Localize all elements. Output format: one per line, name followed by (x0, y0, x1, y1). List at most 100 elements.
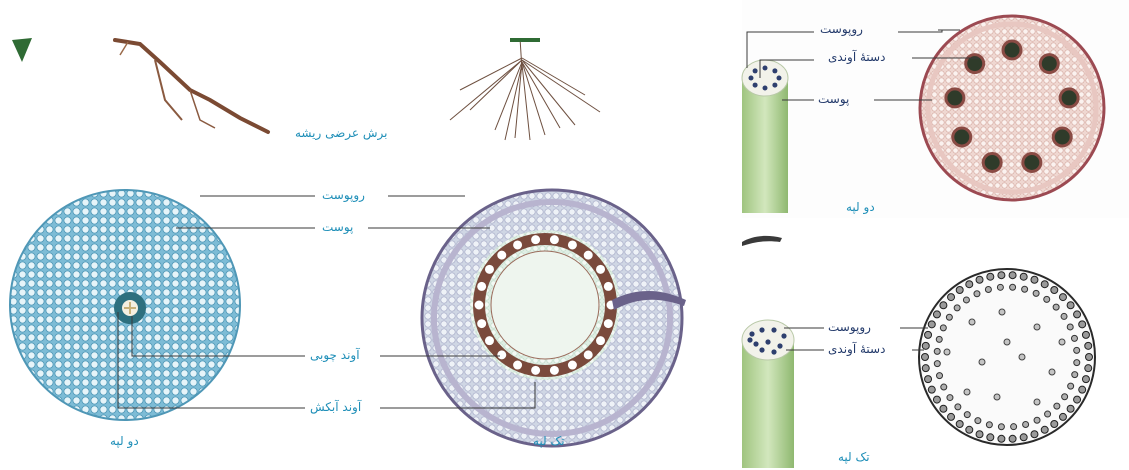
xylem-vessel (497, 350, 507, 360)
vascular-bundle (1009, 272, 1016, 279)
vascular-bundle (944, 349, 950, 355)
vascular-bundle (1022, 286, 1028, 292)
vascular-bundle (941, 384, 947, 390)
vascular-bundle (956, 287, 963, 294)
vascular-bundle (1033, 290, 1039, 296)
vascular-bundle (1041, 281, 1048, 288)
vascular-bundle (1060, 89, 1078, 107)
monocot-stem-illustration (742, 232, 1129, 470)
cylinder-bundle-dot (781, 333, 786, 338)
vascular-bundle (1074, 396, 1081, 403)
monocot-stem-section (919, 269, 1095, 445)
root-caption-monocot: تک لپه (533, 434, 565, 448)
vascular-bundle (1071, 335, 1077, 341)
dicot-stem-cylinder (742, 60, 788, 213)
vascular-bundle (979, 359, 985, 365)
vascular-bundle (998, 435, 1005, 442)
xylem-vessel (567, 360, 577, 370)
vascular-bundle (966, 281, 973, 288)
vascular-bundle (1085, 342, 1092, 349)
xylem-vessel (583, 250, 593, 260)
xylem-vessel (549, 235, 559, 245)
vascular-bundle (983, 154, 1001, 172)
xylem-vessel (549, 365, 559, 375)
vascular-bundle (969, 319, 975, 325)
vascular-bundle (1085, 365, 1092, 372)
vascular-bundle (1086, 354, 1093, 361)
root-photo-right (450, 38, 600, 140)
vascular-bundle (1020, 273, 1027, 280)
vascular-bundle (1082, 376, 1089, 383)
vascular-bundle (976, 276, 983, 283)
vascular-bundle (976, 431, 983, 438)
xylem-vessel (531, 235, 541, 245)
vascular-bundle (1059, 294, 1066, 301)
xylem-vessel (603, 281, 613, 291)
vascular-bundle (946, 89, 964, 107)
vascular-bundle (975, 418, 981, 424)
vascular-bundle (1054, 403, 1060, 409)
vascular-bundle (1010, 284, 1016, 290)
xylem-vessel (583, 350, 593, 360)
vascular-bundle (922, 365, 929, 372)
vascular-bundle (964, 412, 970, 418)
vascular-bundle (1051, 420, 1058, 427)
xylem-vessel (484, 336, 494, 346)
vascular-bundle (985, 287, 991, 293)
vascular-bundle (946, 314, 952, 320)
vascular-bundle (987, 273, 994, 280)
vascular-bundle (1011, 424, 1017, 430)
vascular-bundle (948, 294, 955, 301)
dicot-root-section (10, 190, 240, 420)
monocot-stem-label-vascular-bundle: دستهٔ آوندی (828, 342, 885, 356)
vascular-bundle (1053, 128, 1071, 146)
vascular-bundle (1068, 383, 1074, 389)
vascular-bundle (1049, 369, 1055, 375)
cylinder-bundle-dot (749, 76, 754, 81)
vascular-bundle (999, 309, 1005, 315)
root-label-cortex: پوست (322, 220, 353, 234)
vascular-bundle (1023, 154, 1041, 172)
vascular-bundle (1045, 411, 1051, 417)
root-caption-dicot: دو لپه (110, 434, 139, 448)
xylem-vessel (567, 240, 577, 250)
root-label-xylem: آوند چوبی (310, 348, 360, 362)
vascular-bundle (933, 396, 940, 403)
vascular-bundle (998, 272, 1005, 279)
vascular-bundle (947, 395, 953, 401)
vascular-bundle (1067, 302, 1074, 309)
root-label-phloem: آوند آبکش (310, 400, 361, 414)
vascular-bundle (1059, 339, 1065, 345)
vascular-bundle (1079, 386, 1086, 393)
vascular-bundle (1003, 41, 1021, 59)
vascular-bundle (1067, 405, 1074, 412)
vascular-bundle (1023, 421, 1029, 427)
root-label-epidermis: روپوست (322, 188, 365, 202)
xylem-vessel (596, 264, 606, 274)
vascular-bundle (1009, 435, 1016, 442)
vascular-bundle (940, 405, 947, 412)
dicot-stem-section (920, 16, 1104, 200)
vascular-bundle (922, 354, 929, 361)
monocot-stem-cylinder (742, 320, 794, 468)
xylem-vessel (497, 250, 507, 260)
vascular-bundle (956, 420, 963, 427)
vascular-bundle (1004, 339, 1010, 345)
dicot-stem-label-vascular-bundle: دستهٔ آوندی (828, 50, 885, 64)
vascular-bundle (1044, 296, 1050, 302)
vascular-bundle (998, 424, 1004, 430)
xylem-vessel (477, 281, 487, 291)
vascular-bundle (948, 413, 955, 420)
cylinder-bundle-dot (777, 343, 782, 348)
vascular-bundle (1040, 55, 1058, 73)
cylinder-bundle-dot (765, 339, 770, 344)
vascular-bundle (1031, 431, 1038, 438)
cylinder-bundle-dot (759, 327, 764, 332)
dicot-stem-label-epidermis: روپوست (820, 22, 863, 36)
vascular-bundle (1031, 276, 1038, 283)
vascular-bundle (925, 331, 932, 338)
cylinder-bundle-dot (759, 347, 764, 352)
xylem-vessel (484, 264, 494, 274)
xylem-vessel (531, 365, 541, 375)
vascular-bundle (1020, 434, 1027, 441)
